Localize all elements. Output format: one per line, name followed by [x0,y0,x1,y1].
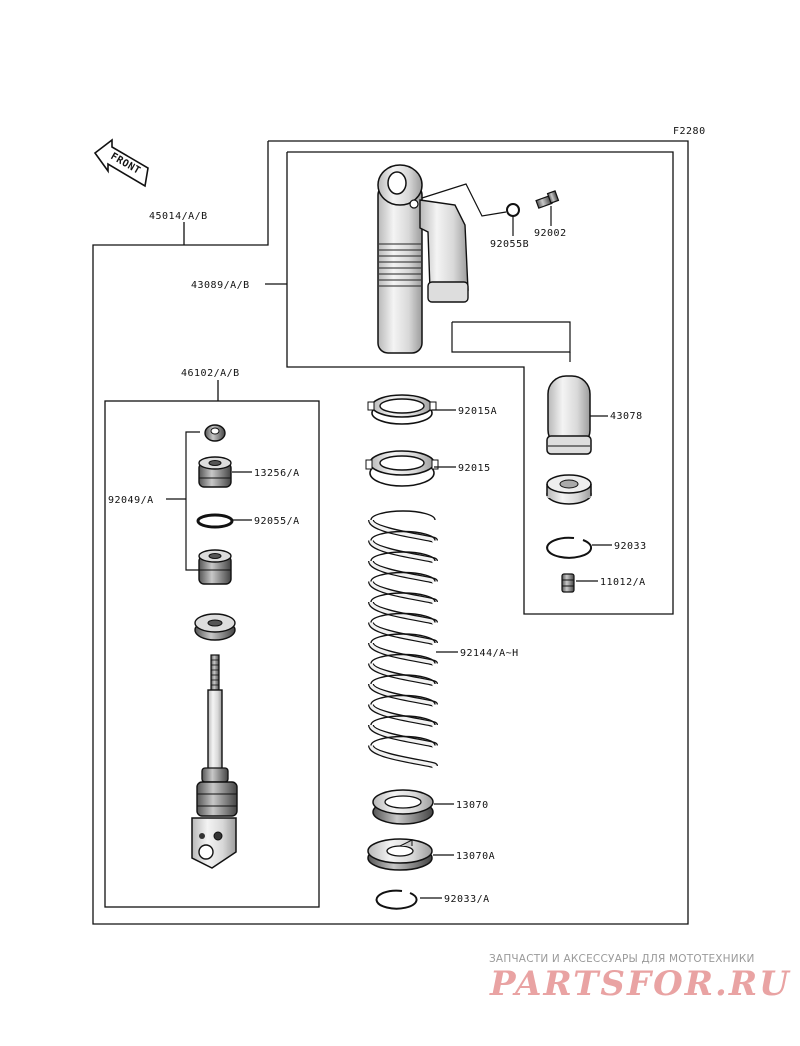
o-ring-92055a [196,513,234,529]
spring-coil-back [370,653,436,664]
seat-13070a [367,838,433,871]
reservoir-43078 [546,375,592,455]
spring-coil-back [370,571,436,582]
label-seal-set: 92049/A [108,495,154,506]
spring-coil-front [369,539,437,563]
spring-coil-back [370,612,436,623]
spring-coil-front [369,724,437,748]
label-valve-11012a: 11012/A [600,577,646,588]
label-seat-13070a: 13070A [456,851,495,862]
nut-top [204,424,226,442]
watermark-tagline: ЗАПЧАСТИ И АКСЕССУАРЫ ДЛЯ МОТОТЕХНИКИ [489,953,755,965]
label-o-ring-92055b: 92055B [490,239,529,250]
spring-coil-front [369,580,437,604]
label-seal-13256a: 13256/A [254,468,300,479]
spring-coil-front [369,744,437,768]
circlip-92033a [375,889,418,910]
label-seat-13070: 13070 [456,800,489,811]
spring-coil-front [369,662,437,686]
watermark-logo: PARTSFOR.RU [490,964,791,1004]
spring-coil-front [369,560,437,584]
spring-coil-back [370,551,436,562]
nut-92015 [365,450,439,487]
seal-13256a [198,456,232,488]
assembly-frame [92,140,689,925]
bolt-92002 [535,190,560,209]
label-o-ring-92055a: 92055/A [254,516,300,527]
spring-coil-back [370,633,436,644]
reservoir-cap [546,474,592,505]
o-ring-92055b [506,203,520,217]
label-circlip-92033: 92033 [614,541,647,552]
front-arrow-icon: FRONT [93,138,149,188]
circlip-92033 [546,536,593,559]
spring-coil-front [369,703,437,727]
valve-11012a [561,573,575,593]
rod-assy-frame [104,400,320,908]
spring-coil-back [370,592,436,603]
spring-coil-front [369,601,437,625]
label-assembly: 45014/A/B [149,211,208,222]
piston [198,549,232,585]
spring-coil-back [370,694,436,705]
body-frame [286,151,674,615]
spring-coil-back [370,715,436,726]
label-body: 43089/A/B [191,280,250,291]
label-nut-92015: 92015 [458,463,491,474]
spring-coil-front [369,642,437,666]
shock-body [377,164,571,362]
spring-coil-back [370,530,436,541]
nut-92015a [367,394,437,425]
label-rod-assy: 46102/A/B [181,368,240,379]
piston-rod [191,654,238,869]
label-spring: 92144/A~H [460,648,519,659]
figure-code: F2280 [673,126,706,137]
label-bolt-92002: 92002 [534,228,567,239]
seat-13070 [372,789,434,825]
spring-coil-back [370,674,436,685]
label-circlip-92033a: 92033/A [444,894,490,905]
rod-washer [194,613,236,641]
spring-coil-back [370,735,436,746]
label-reservoir-43078: 43078 [610,411,643,422]
label-nut-92015a: 92015A [458,406,497,417]
spring-coil-front [369,683,437,707]
spring-92144 [368,510,438,769]
spring-coil-front [369,519,437,543]
spring-coil-back [370,510,436,521]
spring-coil-front [369,621,437,645]
